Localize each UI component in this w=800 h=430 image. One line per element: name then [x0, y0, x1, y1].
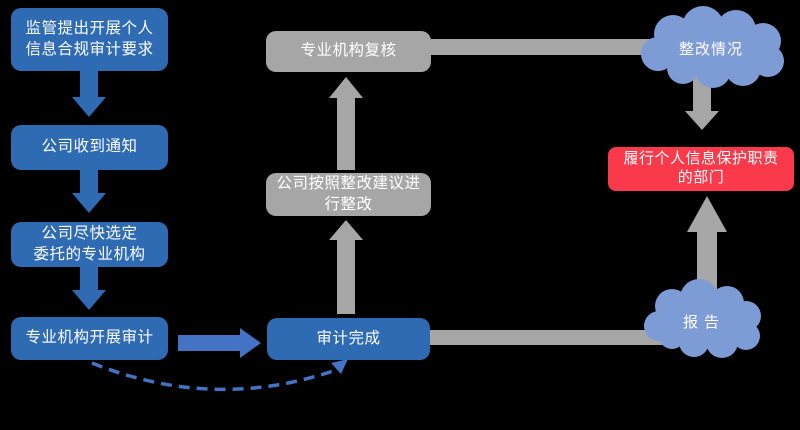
arrow-down-icon [685, 76, 719, 130]
cloud-icon [644, 279, 761, 358]
node-label: 公司收到通知 [41, 138, 138, 156]
arrow-up-icon [687, 196, 727, 300]
node-label: 公司按照整改建议进 行整改 [276, 175, 421, 213]
node-label: 审计完成 [316, 329, 381, 347]
node-audit-done: 审计完成 [267, 318, 430, 360]
cloud-label: 整改情况 [678, 40, 743, 58]
dashed-arc-connector [91, 361, 337, 392]
connector-bar [429, 330, 700, 345]
node-label: 专业机构开展审计 [25, 329, 154, 347]
node-select-agency: 公司尽快选定 委托的专业机构 [11, 222, 168, 267]
arrow-down-icon [72, 170, 106, 213]
arrow-up-icon [329, 220, 363, 314]
node-agency-review: 专业机构复核 [266, 31, 431, 72]
cloud-report: 报告 [634, 278, 768, 364]
arrow-down-icon [72, 267, 106, 310]
node-agency-audit: 专业机构开展审计 [11, 317, 168, 360]
arrow-up-icon [329, 77, 363, 170]
node-label: 公司尽快选定 委托的专业机构 [33, 225, 146, 263]
cloud-label: 报告 [682, 313, 725, 331]
arrow-right-icon [178, 328, 261, 358]
cloud-rectification-status: 整改情况 [628, 6, 794, 90]
connector-bar [431, 39, 661, 55]
node-company-notified: 公司收到通知 [11, 125, 168, 170]
node-protection-dept: 履行个人信息保护职责 的部门 [608, 147, 794, 191]
arrow-down-icon [72, 71, 106, 117]
node-rectify: 公司按照整改建议进 行整改 [266, 173, 431, 216]
node-label: 专业机构复核 [300, 42, 397, 60]
node-regulator-request: 监管提出开展个人 信息合规审计要求 [11, 8, 168, 71]
node-label: 监管提出开展个人 信息合规审计要求 [25, 20, 154, 58]
dashed-arc-arrowhead-icon [331, 359, 348, 374]
cloud-icon [641, 6, 784, 88]
node-label: 履行个人信息保护职责 的部门 [623, 150, 779, 186]
